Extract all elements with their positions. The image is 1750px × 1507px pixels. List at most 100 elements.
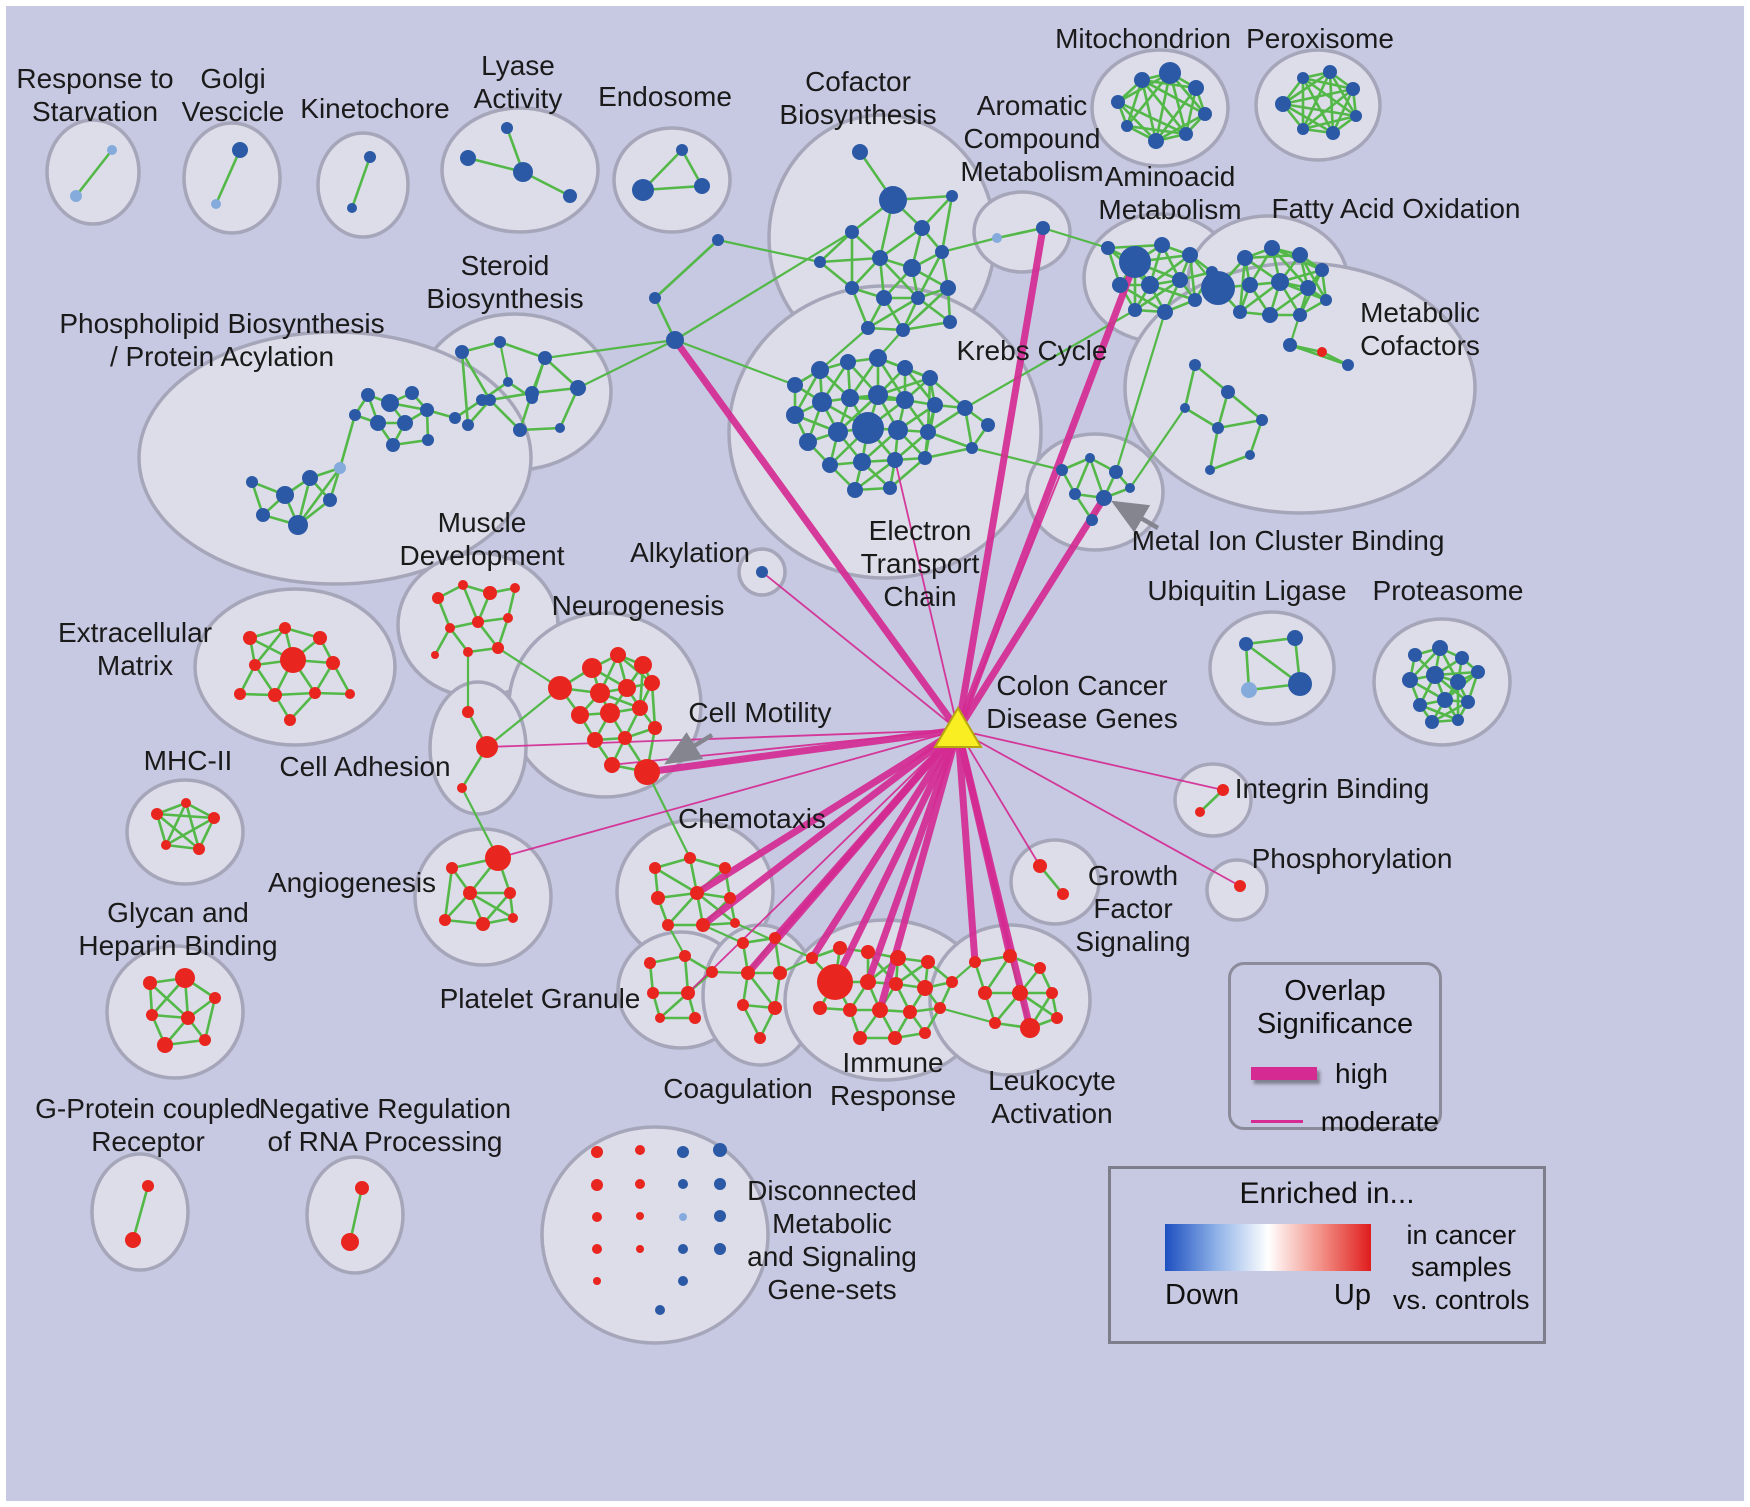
gene-set-node-fatty-acid-oxidation[interactable] xyxy=(1237,250,1253,266)
gene-set-node-chemotaxis[interactable] xyxy=(719,862,731,874)
gene-set-node-coagulation[interactable] xyxy=(769,932,781,944)
gene-set-node-immune-response[interactable] xyxy=(817,964,853,1000)
gene-set-node-leukocyte-activation[interactable] xyxy=(989,1017,1001,1029)
gene-set-node-fatty-acid-oxidation[interactable] xyxy=(1315,263,1329,277)
gene-set-node-cofactor-biosynthesis[interactable] xyxy=(845,281,859,295)
gene-set-node-phospholipid-protein-acylation[interactable] xyxy=(449,412,461,424)
gene-set-node-chemotaxis[interactable] xyxy=(690,886,704,900)
gene-set-node-phospholipid-protein-acylation[interactable] xyxy=(370,415,386,431)
gene-set-node-electron-transport-chain[interactable] xyxy=(981,418,995,432)
gene-set-node-disconnected-gene-sets[interactable] xyxy=(635,1145,645,1155)
gene-set-node-endosome[interactable] xyxy=(694,178,710,194)
gene-set-node-endosome[interactable] xyxy=(676,144,688,156)
gene-set-node-neurogenesis[interactable] xyxy=(634,656,652,674)
gene-set-node-leukocyte-activation[interactable] xyxy=(1003,949,1017,963)
gene-set-node-steroid-biosynthesis[interactable] xyxy=(555,423,565,433)
gene-set-node-immune-response[interactable] xyxy=(813,1001,827,1015)
gene-set-node-neurogenesis[interactable] xyxy=(587,732,603,748)
gene-set-node-angiogenesis[interactable] xyxy=(463,886,477,900)
gene-set-node-phospholipid-protein-acylation[interactable] xyxy=(476,394,488,406)
gene-set-node-cell-adhesion[interactable] xyxy=(462,706,474,718)
gene-set-node-golgi-vescicle[interactable] xyxy=(232,142,248,158)
gene-set-node-mhc-ii[interactable] xyxy=(161,840,171,850)
gene-set-node-leukocyte-activation[interactable] xyxy=(1020,1018,1040,1038)
gene-set-node-chemotaxis[interactable] xyxy=(684,852,696,864)
gene-set-node-neurogenesis[interactable] xyxy=(644,675,660,691)
gene-set-node-metal-ion-cluster-binding[interactable] xyxy=(1056,464,1068,476)
gene-set-node-disconnected-gene-sets[interactable] xyxy=(679,1213,687,1221)
gene-set-node-metabolic-cofactors[interactable] xyxy=(1189,359,1201,371)
gene-set-node-phospholipid-protein-acylation[interactable] xyxy=(246,476,258,488)
gene-set-node-metabolic-cofactors[interactable] xyxy=(1342,359,1354,371)
gene-set-node-electron-transport-chain[interactable] xyxy=(927,397,943,413)
gene-set-node-extracellular-matrix[interactable] xyxy=(345,689,355,699)
gene-set-node-neurogenesis[interactable] xyxy=(600,703,620,723)
gene-set-node-proteasome[interactable] xyxy=(1452,714,1464,726)
gene-set-node-ubiquitin-ligase[interactable] xyxy=(1239,637,1253,651)
gene-set-node-alkylation[interactable] xyxy=(756,566,768,578)
gene-set-node-muscle-development[interactable] xyxy=(472,616,484,628)
gene-set-node-disconnected-gene-sets[interactable] xyxy=(636,1245,644,1253)
gene-set-node-electron-transport-chain[interactable] xyxy=(920,424,936,440)
gene-set-node-electron-transport-chain[interactable] xyxy=(828,422,848,442)
gene-set-node-cofactor-biosynthesis[interactable] xyxy=(903,259,921,277)
gene-set-node-fatty-acid-oxidation[interactable] xyxy=(1201,271,1235,305)
gene-set-node-phospholipid-protein-acylation[interactable] xyxy=(422,434,434,446)
gene-set-node-ubiquitin-ligase[interactable] xyxy=(1288,672,1312,696)
gene-set-node-cofactor-biosynthesis[interactable] xyxy=(814,256,826,268)
gene-set-node-mhc-ii[interactable] xyxy=(193,843,205,855)
gene-set-node-electron-transport-chain[interactable] xyxy=(847,482,863,498)
gene-set-node-coagulation[interactable] xyxy=(737,937,749,949)
gene-set-node-cofactor-biosynthesis[interactable] xyxy=(911,291,925,305)
gene-set-node-lyase-activity[interactable] xyxy=(563,189,577,203)
gene-set-node-electron-transport-chain[interactable] xyxy=(786,406,804,424)
gene-set-node-metal-ion-cluster-binding[interactable] xyxy=(1069,488,1081,500)
gene-set-node-disconnected-gene-sets[interactable] xyxy=(678,1244,688,1254)
gene-set-node-extracellular-matrix[interactable] xyxy=(309,687,321,699)
gene-set-node-cofactor-biosynthesis[interactable] xyxy=(914,220,930,236)
gene-set-node-metabolic-cofactors[interactable] xyxy=(1317,347,1327,357)
gene-set-node-aminoacid-metabolism[interactable] xyxy=(1154,237,1170,253)
gene-set-node-electron-transport-chain[interactable] xyxy=(868,385,888,405)
gene-set-node-phospholipid-protein-acylation[interactable] xyxy=(323,493,337,507)
gene-set-node-peroxisome[interactable] xyxy=(1350,110,1362,122)
gene-set-node-cofactor-biosynthesis[interactable] xyxy=(896,323,910,337)
gene-set-node-cofactor-biosynthesis[interactable] xyxy=(935,245,949,259)
gene-set-node-peroxisome[interactable] xyxy=(1326,126,1340,140)
gene-set-node-neurogenesis[interactable] xyxy=(604,757,620,773)
gene-set-node-g-protein-coupled-receptor[interactable] xyxy=(125,1232,141,1248)
gene-set-node-junction-nodes[interactable] xyxy=(649,292,661,304)
gene-set-node-muscle-development[interactable] xyxy=(463,647,473,657)
gene-set-node-immune-response[interactable] xyxy=(853,1031,867,1045)
gene-set-node-phospholipid-protein-acylation[interactable] xyxy=(526,392,538,404)
gene-set-node-aminoacid-metabolism[interactable] xyxy=(1188,293,1202,307)
colon-cancer-hub-triangle[interactable] xyxy=(933,706,983,748)
gene-set-node-integrin-binding[interactable] xyxy=(1195,807,1205,817)
gene-set-node-angiogenesis[interactable] xyxy=(439,914,451,926)
gene-set-node-lyase-activity[interactable] xyxy=(501,122,513,134)
gene-set-node-electron-transport-chain[interactable] xyxy=(887,452,903,468)
gene-set-node-aminoacid-metabolism[interactable] xyxy=(1141,276,1159,294)
gene-set-node-angiogenesis[interactable] xyxy=(508,913,518,923)
gene-set-node-lyase-activity[interactable] xyxy=(513,162,533,182)
gene-set-node-aromatic-compound-metabolism[interactable] xyxy=(1036,221,1050,235)
gene-set-node-metal-ion-cluster-binding[interactable] xyxy=(1109,465,1123,479)
gene-set-node-leukocyte-activation[interactable] xyxy=(978,986,992,1000)
gene-set-node-immune-response[interactable] xyxy=(919,1027,931,1039)
gene-set-node-platelet-granule[interactable] xyxy=(689,1012,701,1024)
gene-set-node-proteasome[interactable] xyxy=(1425,715,1439,729)
gene-set-node-metabolic-cofactors[interactable] xyxy=(1256,414,1268,426)
gene-set-node-kinetochore[interactable] xyxy=(364,151,376,163)
gene-set-node-extracellular-matrix[interactable] xyxy=(313,631,327,645)
gene-set-node-mitochondrion[interactable] xyxy=(1121,120,1133,132)
gene-set-node-extracellular-matrix[interactable] xyxy=(280,647,306,673)
gene-set-node-disconnected-gene-sets[interactable] xyxy=(592,1244,602,1254)
gene-set-node-proteasome[interactable] xyxy=(1426,666,1444,684)
gene-set-node-electron-transport-chain[interactable] xyxy=(787,377,803,393)
gene-set-node-mitochondrion[interactable] xyxy=(1111,95,1125,109)
gene-set-node-electron-transport-chain[interactable] xyxy=(799,433,817,451)
gene-set-node-cofactor-biosynthesis[interactable] xyxy=(852,144,868,160)
gene-set-node-cofactor-biosynthesis[interactable] xyxy=(943,315,957,329)
gene-set-node-coagulation[interactable] xyxy=(737,999,749,1011)
gene-set-node-electron-transport-chain[interactable] xyxy=(812,392,832,412)
